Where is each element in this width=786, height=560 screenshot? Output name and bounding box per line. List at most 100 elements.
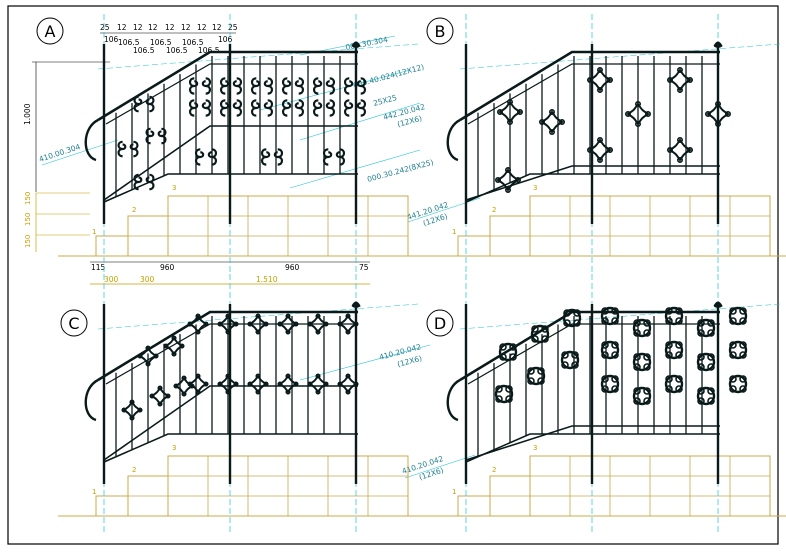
ring-ornament <box>600 374 620 394</box>
curl <box>596 67 603 74</box>
curl <box>665 351 673 359</box>
svg-text:106.5: 106.5 <box>150 38 172 47</box>
post-finial <box>351 41 361 48</box>
scroll-ornament <box>133 173 155 191</box>
diamond-ornament <box>308 314 328 334</box>
diamond-ornament <box>308 374 328 394</box>
panel-a-node-labels: 1 2 3 <box>92 184 176 236</box>
svg-text:3: 3 <box>172 184 176 192</box>
bottom-rail <box>103 125 358 201</box>
diamond-ornament <box>540 110 564 134</box>
svg-text:75: 75 <box>359 263 369 272</box>
scroll-ornament <box>133 95 155 113</box>
svg-text:106.5: 106.5 <box>166 46 188 55</box>
curl <box>611 385 619 393</box>
curl <box>724 111 731 118</box>
svg-text:2: 2 <box>492 206 496 214</box>
handrail <box>97 310 358 382</box>
curl <box>601 341 609 349</box>
svg-text:150: 150 <box>24 192 32 205</box>
curl <box>527 367 535 375</box>
scroll-ornament <box>260 148 284 166</box>
curl <box>247 321 253 327</box>
top-bar <box>467 63 720 125</box>
curl <box>676 87 683 94</box>
curl <box>345 329 351 335</box>
curl <box>729 317 737 325</box>
curl <box>729 351 737 359</box>
curl <box>633 353 641 361</box>
panel-a-label: A <box>36 17 64 45</box>
panel-a-callouts: 000.30.304 000.40.024(12X12) 25X25 442.2… <box>38 35 435 189</box>
panel-a-bottom-dimensions: 115 960 960 75 300 300 1.510 <box>90 261 370 285</box>
ornaments <box>494 67 731 194</box>
svg-text:300: 300 <box>104 275 119 284</box>
curl <box>129 399 135 405</box>
curl <box>643 319 651 327</box>
curl <box>697 329 705 337</box>
scroll-ornament <box>343 77 367 95</box>
curl <box>293 381 299 387</box>
lower-rail <box>103 173 358 203</box>
curl <box>675 375 683 383</box>
curl <box>561 351 569 359</box>
ring-ornament <box>728 340 748 360</box>
diamond-ornament <box>174 376 194 396</box>
curl <box>606 77 613 84</box>
curl <box>633 329 641 337</box>
curl <box>247 381 253 387</box>
curl <box>624 111 631 118</box>
diamond-ornament <box>278 374 298 394</box>
diamond-ornament <box>588 138 612 162</box>
ring-ornament <box>632 352 652 372</box>
curl <box>307 381 313 387</box>
curl <box>707 387 715 395</box>
curl <box>195 329 201 335</box>
curl <box>285 329 291 335</box>
curl <box>697 353 705 361</box>
scroll-ornament <box>281 99 305 117</box>
curl <box>634 121 641 128</box>
curl <box>686 77 693 84</box>
curl <box>171 335 177 341</box>
curl <box>707 363 715 371</box>
curl <box>495 385 503 393</box>
scroll-ornament <box>219 77 243 95</box>
curl <box>255 389 261 395</box>
diamond-ornament <box>588 68 612 92</box>
ornaments <box>121 313 359 421</box>
panel-c-label: C <box>60 309 88 337</box>
curl <box>531 335 539 343</box>
curl <box>509 343 517 351</box>
curl <box>315 389 321 395</box>
svg-text:1.000: 1.000 <box>23 103 32 125</box>
svg-text:A: A <box>45 22 56 41</box>
svg-text:3: 3 <box>533 184 537 192</box>
curl <box>611 307 619 315</box>
ring-ornament <box>728 374 748 394</box>
diamond-ornament <box>164 336 184 356</box>
curl <box>504 187 511 194</box>
scroll-ornament <box>343 99 367 117</box>
svg-text:1: 1 <box>452 488 456 496</box>
handrail-volute <box>446 378 461 422</box>
ring-ornament <box>526 366 546 386</box>
curl <box>675 307 683 315</box>
curl <box>255 373 261 379</box>
svg-text:410.00.304: 410.00.304 <box>38 142 82 164</box>
stair-step <box>457 235 491 257</box>
svg-text:1: 1 <box>92 488 96 496</box>
ring-ornament <box>696 386 716 406</box>
curl <box>633 387 641 395</box>
curl <box>225 313 231 319</box>
scroll-ornament <box>188 77 212 95</box>
ring-ornament <box>494 384 514 404</box>
curl <box>165 393 171 399</box>
svg-text:25: 25 <box>228 23 238 32</box>
ring-ornament <box>632 386 652 406</box>
curl <box>606 147 613 154</box>
curl <box>495 395 503 403</box>
curl <box>633 319 641 327</box>
svg-text:12: 12 <box>197 23 207 32</box>
